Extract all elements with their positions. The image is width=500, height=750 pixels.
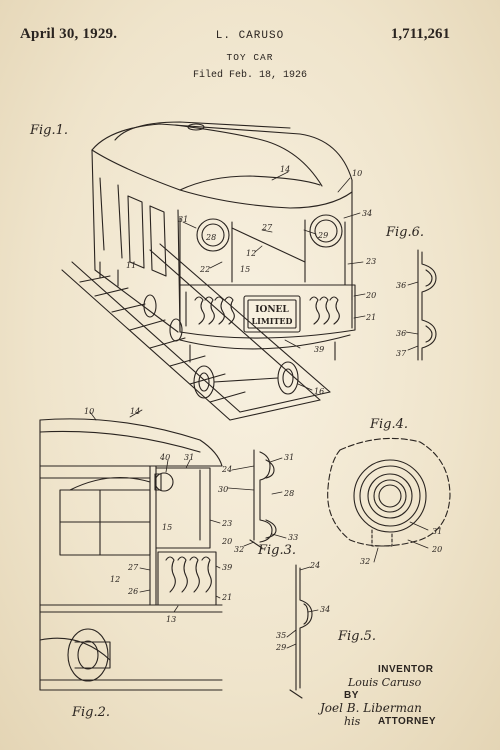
ref-14b: 14 bbox=[130, 407, 140, 416]
ref-10b: 10 bbox=[84, 407, 94, 416]
ref-34b: 34 bbox=[320, 605, 330, 614]
ref-16: 16 bbox=[314, 387, 324, 396]
attorney-signature: Joel B. Liberman bbox=[320, 701, 422, 715]
ref-33: 33 bbox=[288, 533, 298, 542]
ref-29b: 29 bbox=[275, 643, 286, 652]
ref-15b: 15 bbox=[162, 523, 172, 532]
ref-37: 37 bbox=[396, 349, 407, 358]
ref-28: 28 bbox=[205, 233, 216, 242]
fig2-label: Fig.2. bbox=[71, 705, 110, 720]
ref-23b: 23 bbox=[221, 519, 232, 528]
ref-35: 35 bbox=[276, 631, 286, 640]
ref-20: 20 bbox=[365, 291, 376, 300]
ref-21: 21 bbox=[365, 313, 376, 322]
ref-40: 40 bbox=[159, 453, 170, 462]
fig5-clip-profile bbox=[289, 564, 313, 699]
inventor-name: L. CARUSO bbox=[215, 30, 285, 42]
ref-11: 11 bbox=[126, 261, 136, 270]
ref-13: 13 bbox=[166, 615, 176, 624]
ref-36a: 36 bbox=[396, 281, 406, 290]
ref-31c: 31 bbox=[284, 453, 294, 462]
ref-32: 32 bbox=[234, 545, 244, 554]
by-label: BY bbox=[344, 690, 359, 701]
his-label: his bbox=[344, 715, 361, 728]
ref-32b: 32 bbox=[360, 557, 370, 566]
filed-date: Filed Feb. 18, 1926 bbox=[192, 70, 308, 81]
ref-27: 27 bbox=[261, 223, 273, 232]
inventor-signature: Louis Caruso bbox=[348, 676, 422, 689]
ref-34: 34 bbox=[362, 209, 372, 218]
fig4-label: Fig.4. bbox=[369, 417, 408, 432]
ref-31b: 31 bbox=[184, 453, 194, 462]
ref-12: 12 bbox=[246, 249, 256, 258]
fig6-clip-profile bbox=[417, 249, 437, 361]
ref-20b: 20 bbox=[221, 537, 232, 546]
ref-36b: 36 bbox=[396, 329, 406, 338]
ref-10: 10 bbox=[352, 169, 362, 178]
ref-28b: 28 bbox=[283, 489, 294, 498]
fig2-side-view bbox=[39, 418, 223, 691]
inventor-label: INVENTOR bbox=[378, 664, 434, 675]
attorney-label: ATTORNEY bbox=[378, 716, 437, 727]
ref-27b: 27 bbox=[127, 563, 139, 572]
ref-39b: 39 bbox=[222, 563, 232, 572]
ref-26: 26 bbox=[127, 587, 138, 596]
ref-31d: 31 bbox=[432, 527, 442, 536]
patent-date: April 30, 1929. bbox=[20, 26, 118, 42]
ref-22: 22 bbox=[199, 265, 210, 274]
ref-20c: 20 bbox=[431, 545, 442, 554]
ref-39: 39 bbox=[314, 345, 324, 354]
fig1-label: Fig.1. bbox=[29, 123, 68, 138]
ref-23: 23 bbox=[365, 257, 376, 266]
leader-lines bbox=[89, 171, 429, 649]
ref-30: 30 bbox=[218, 485, 228, 494]
fig1-car-drawing bbox=[61, 121, 356, 421]
fig4-lamp bbox=[327, 437, 451, 547]
ref-29: 29 bbox=[317, 231, 328, 240]
fig5-label: Fig.5. bbox=[337, 629, 376, 644]
ref-15: 15 bbox=[240, 265, 250, 274]
fig3-clip-profile bbox=[249, 449, 277, 549]
ref-14: 14 bbox=[280, 165, 290, 174]
car-sign-line2: LIMITED bbox=[252, 316, 293, 326]
patent-title: TOY CAR bbox=[226, 52, 274, 63]
ref-24b: 24 bbox=[309, 561, 320, 570]
ref-24: 24 bbox=[221, 465, 232, 474]
car-sign-line1: IONEL bbox=[255, 305, 289, 315]
ref-21b: 21 bbox=[221, 593, 232, 602]
fig3-label: Fig.3. bbox=[257, 543, 296, 558]
patent-number: 1,711,261 bbox=[390, 26, 450, 42]
fig6-label: Fig.6. bbox=[385, 225, 424, 240]
ref-12b: 12 bbox=[110, 575, 120, 584]
ref-31: 31 bbox=[178, 215, 188, 224]
